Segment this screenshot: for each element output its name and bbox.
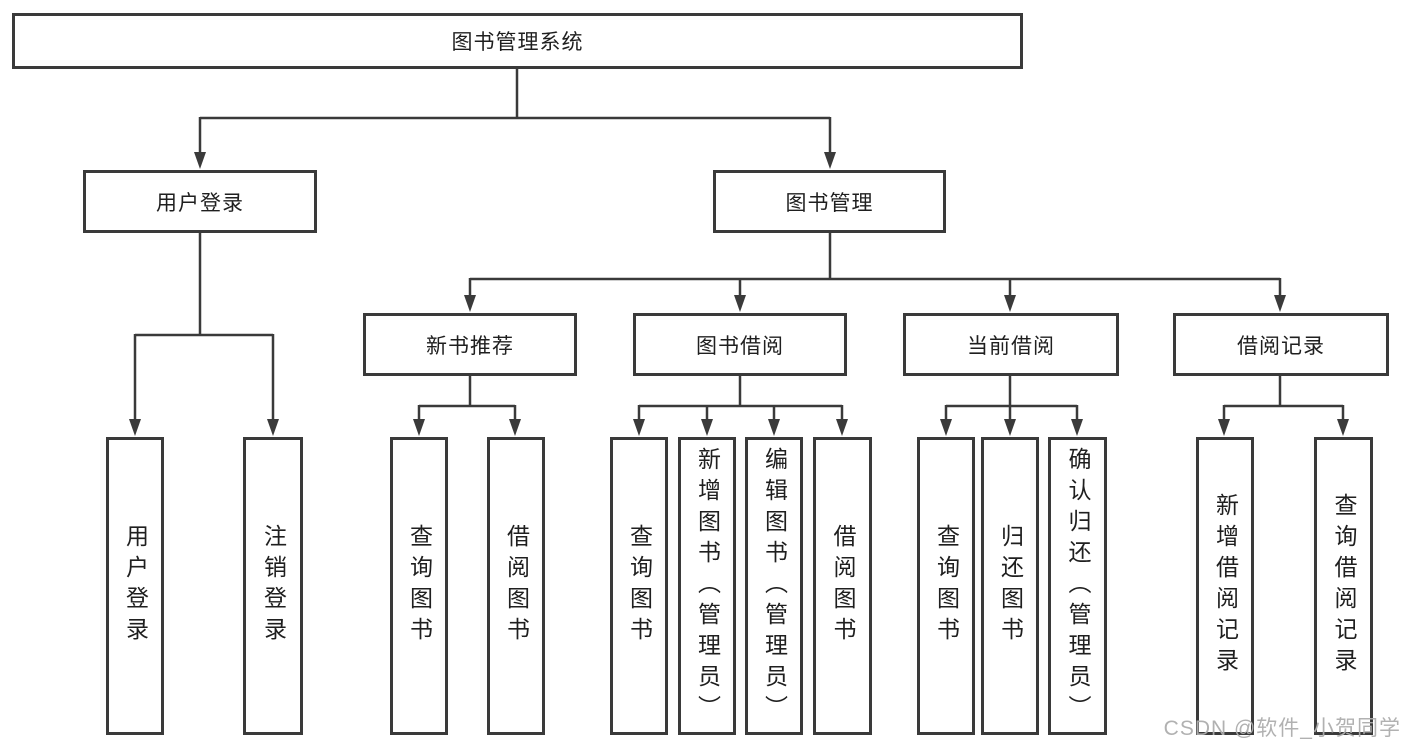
leaf-return-books-label: 归还图书 (997, 524, 1024, 648)
leaf-query-books-current-label: 查询图书 (933, 524, 960, 648)
node-new-book-recommend: 新书推荐 (363, 313, 577, 376)
leaf-query-books-borrowing-label: 查询图书 (626, 524, 653, 648)
node-root-system-label: 图书管理系统 (451, 31, 584, 54)
node-new-book-recommend-label: 新书推荐 (426, 334, 514, 358)
leaf-edit-books-admin-label: 编辑图书（管理员） (761, 446, 788, 726)
node-user-login-label: 用户登录 (156, 191, 244, 215)
leaf-borrow-books-borrowing-label: 借阅图书 (830, 524, 856, 648)
csdn-watermark: CSDN @软件_小贺同学 (1163, 717, 1401, 740)
leaf-return-books: 归还图书 (981, 437, 1039, 735)
leaf-user-login-label: 用户登录 (122, 524, 149, 648)
leaf-add-borrow-record: 新增借阅记录 (1196, 437, 1254, 735)
node-borrow-records: 借阅记录 (1173, 313, 1389, 376)
node-root-system: 图书管理系统 (12, 13, 1023, 69)
node-user-login: 用户登录 (83, 170, 317, 233)
leaf-edit-books-admin: 编辑图书（管理员） (745, 437, 803, 735)
leaf-user-login: 用户登录 (106, 437, 164, 735)
leaf-add-books-admin: 新增图书（管理员） (678, 437, 736, 735)
leaf-confirm-return-admin: 确认归还（管理员） (1048, 437, 1107, 735)
leaf-confirm-return-admin-label: 确认归还（管理员） (1065, 446, 1091, 726)
node-book-management-label: 图书管理 (785, 191, 874, 215)
leaf-borrow-books-recommend-label: 借阅图书 (503, 524, 530, 648)
leaf-query-books-borrowing: 查询图书 (610, 437, 668, 735)
leaf-query-books-current: 查询图书 (917, 437, 975, 735)
leaf-logout-label: 注销登录 (260, 524, 287, 648)
node-book-borrowing: 图书借阅 (633, 313, 847, 376)
leaf-add-borrow-record-label: 新增借阅记录 (1212, 493, 1239, 679)
node-current-borrowing: 当前借阅 (903, 313, 1119, 376)
leaf-add-books-admin-label: 新增图书（管理员） (694, 446, 721, 726)
leaf-query-books-recommend-label: 查询图书 (406, 524, 433, 648)
node-book-management: 图书管理 (713, 170, 946, 233)
node-book-borrowing-label: 图书借阅 (696, 334, 784, 358)
leaf-borrow-books-borrowing: 借阅图书 (813, 437, 872, 735)
leaf-query-borrow-record-label: 查询借阅记录 (1331, 493, 1357, 679)
leaf-logout: 注销登录 (243, 437, 303, 735)
leaf-query-books-recommend: 查询图书 (390, 437, 448, 735)
node-borrow-records-label: 借阅记录 (1237, 334, 1325, 358)
leaf-borrow-books-recommend: 借阅图书 (487, 437, 545, 735)
node-current-borrowing-label: 当前借阅 (967, 334, 1055, 358)
leaf-query-borrow-record: 查询借阅记录 (1314, 437, 1373, 735)
